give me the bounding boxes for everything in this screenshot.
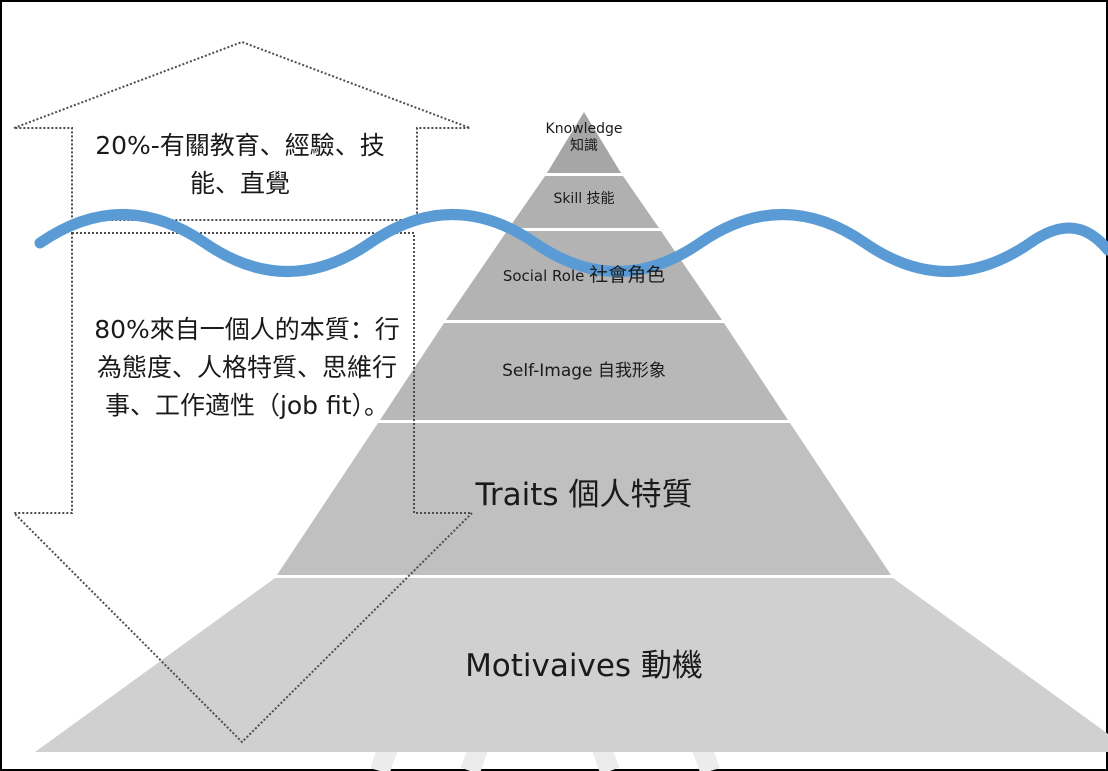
- label-motives: Motivaives 動機: [465, 648, 703, 684]
- layer-social-role: [446, 231, 722, 320]
- layer-skill: [509, 176, 659, 228]
- label-traits: Traits 個人特質: [475, 477, 693, 513]
- water-line-wave: [34, 209, 1108, 277]
- up-arrow: [13, 40, 471, 221]
- layer-self-image: [380, 323, 788, 420]
- layer-knowledge: [547, 112, 621, 173]
- label-social-role-zh: 社會角色: [589, 264, 666, 286]
- label-self-image: Self-Image 自我形象: [502, 361, 666, 381]
- label-knowledge-en: Knowledge: [545, 121, 623, 137]
- label-social-role: Social Role 社會角色: [434, 264, 734, 287]
- caption-20-percent: 20%-有關教育、經驗、技能、直覺: [95, 131, 385, 198]
- label-knowledge: Knowledge 知識: [484, 121, 684, 155]
- layer-motives: [35, 578, 1108, 752]
- label-social-role-en: Social Role: [502, 267, 585, 285]
- label-skill: Skill 技能: [553, 191, 615, 207]
- caption-80-percent: 80%來自一個人的本質：行為態度、人格特質、思維行事、工作適性（job fit）…: [94, 315, 400, 420]
- down-arrow: [11, 232, 475, 744]
- layer-traits: [277, 423, 891, 575]
- label-knowledge-zh: 知識: [570, 137, 598, 154]
- pyramid: [35, 112, 1108, 752]
